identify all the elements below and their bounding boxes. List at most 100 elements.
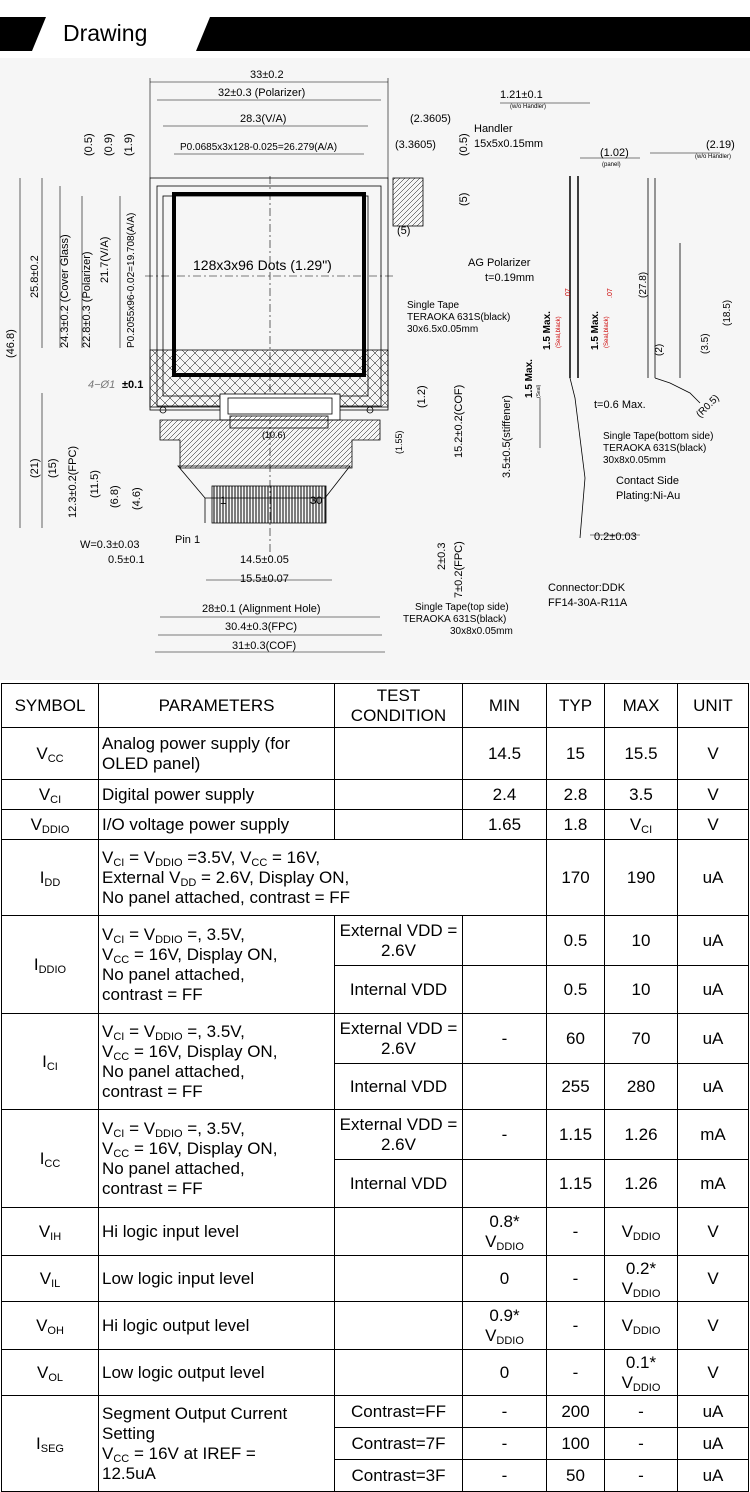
svg-text:(0.5): (0.5)	[83, 133, 95, 156]
header-symbol: SYMBOL	[1, 683, 99, 728]
svg-text:0.5±0.1: 0.5±0.1	[108, 554, 145, 566]
symbol-vil: VIL	[1, 1255, 99, 1302]
svg-text:Single Tape(bottom side): Single Tape(bottom side)	[603, 431, 713, 442]
symbol-vci: VCI	[1, 779, 99, 810]
svg-text:W=0.3±0.03: W=0.3±0.03	[80, 539, 140, 551]
svg-text:2±0.3: 2±0.3	[436, 543, 448, 570]
svg-text:Pin 1: Pin 1	[175, 534, 200, 546]
table-row: IDD VCI = VDDIO =3.5V, VCC = 16V,Externa…	[1, 839, 749, 916]
svg-text:(1.55): (1.55)	[394, 430, 404, 454]
svg-text:28.3(V/A): 28.3(V/A)	[240, 113, 286, 125]
svg-text:3.5±0.5(stiffener): 3.5±0.5(stiffener)	[501, 395, 513, 478]
svg-text:(10.6): (10.6)	[262, 430, 286, 440]
mechanical-drawing: 33±0.2 32±0.3 (Polarizer) 28.3(V/A) P0.0…	[0, 58, 750, 680]
svg-text:(3.5): (3.5)	[700, 333, 711, 354]
table-row: ICI VCI = VDDIO =, 3.5V,VCC = 16V, Displ…	[1, 1013, 749, 1110]
svg-text:Single Tape(top side): Single Tape(top side)	[415, 602, 509, 613]
table-row: IDDIO VCI = VDDIO =, 3.5V,VCC = 16V, Dis…	[1, 915, 749, 1014]
svg-text:32±0.3 (Polarizer): 32±0.3 (Polarizer)	[218, 87, 305, 99]
svg-text:(2.3605): (2.3605)	[410, 113, 451, 125]
table-row: VDDIO I/O voltage power supply 1.65 1.8 …	[1, 809, 749, 840]
svg-text:15.5±0.07: 15.5±0.07	[240, 573, 289, 585]
svg-text:14.5±0.05: 14.5±0.05	[240, 554, 289, 566]
svg-text:22.8±0.3 (Polarizer): 22.8±0.3 (Polarizer)	[81, 251, 93, 348]
symbol-vol: VOL	[1, 1349, 99, 1396]
svg-text:1.21±0.1: 1.21±0.1	[500, 89, 543, 101]
svg-text:(Seal,black): (Seal,black)	[604, 316, 610, 348]
svg-text:(0.5): (0.5)	[458, 133, 470, 156]
svg-text:1: 1	[220, 495, 226, 507]
svg-text:(4.6): (4.6)	[131, 487, 143, 510]
header-max: MAX	[604, 683, 678, 728]
svg-text:12.3±0.2(FPC): 12.3±0.2(FPC)	[67, 446, 79, 518]
svg-text:25.8±0.2: 25.8±0.2	[29, 255, 41, 298]
symbol-iseg: ISEG	[1, 1395, 99, 1492]
svg-text:±0.1: ±0.1	[122, 379, 143, 391]
header-parameters: PARAMETERS	[98, 683, 335, 728]
symbol-idd: IDD	[1, 839, 99, 916]
svg-text:28±0.1 (Alignment Hole): 28±0.1 (Alignment Hole)	[202, 603, 321, 615]
svg-text:Handler: Handler	[474, 123, 513, 135]
electrical-spec-table: SYMBOL PARAMETERS TEST CONDITION MIN TYP…	[1, 683, 749, 1492]
handler-area	[392, 177, 424, 227]
table-row: Internal VDD 1.15 1.26 mA	[2, 1159, 749, 1208]
svg-text:15x5x0.15mm: 15x5x0.15mm	[474, 138, 543, 150]
symbol-vcc: VCC	[1, 727, 99, 780]
section-title-tab	[32, 17, 210, 51]
svg-text:1.5 Max.: 1.5 Max.	[590, 311, 601, 350]
svg-text:P0.2055x96-0.02=19.708(A/A): P0.2055x96-0.02=19.708(A/A)	[126, 213, 137, 348]
svg-text:Contact Side: Contact Side	[616, 475, 679, 487]
header-test-condition: TEST CONDITION	[334, 683, 463, 728]
display-resolution-label: 128x3x96 Dots (1.29")	[193, 257, 332, 273]
svg-text:7±0.2(FPC): 7±0.2(FPC)	[453, 541, 465, 598]
symbol-vih: VIH	[1, 1207, 99, 1256]
svg-text:(15): (15)	[47, 458, 59, 478]
svg-text:(1.9): (1.9)	[123, 133, 135, 156]
svg-text:(3.3605): (3.3605)	[395, 139, 436, 151]
svg-text:(5): (5)	[397, 225, 410, 237]
svg-text:.07: .07	[607, 288, 614, 298]
symbol-ici: ICI	[1, 1013, 99, 1110]
svg-text:30.4±0.3(FPC): 30.4±0.3(FPC)	[225, 621, 297, 633]
header-typ: TYP	[546, 683, 605, 728]
svg-text:(21): (21)	[29, 458, 41, 478]
svg-text:(6.8): (6.8)	[109, 485, 121, 508]
table-row: VOH Hi logic output level 0.9*VDDIO - VD…	[1, 1301, 749, 1350]
table-row: ICC VCI = VDDIO =, 3.5V,VCC = 16V, Displ…	[1, 1109, 749, 1208]
svg-text:4−Ø1: 4−Ø1	[88, 379, 115, 391]
fpc-contacts	[211, 485, 327, 524]
svg-text:1.5 Max.: 1.5 Max.	[542, 311, 553, 350]
svg-text:15.2±0.2(COF): 15.2±0.2(COF)	[453, 385, 465, 458]
svg-text:(Seal): (Seal)	[536, 384, 542, 398]
svg-text:(2): (2)	[654, 344, 665, 356]
svg-text:(2.19): (2.19)	[706, 139, 735, 151]
section-title: Drawing	[63, 20, 148, 46]
svg-text:(27.8): (27.8)	[638, 272, 649, 298]
svg-text:FF14-30A-R11A: FF14-30A-R11A	[548, 597, 628, 609]
svg-text:AG Polarizer: AG Polarizer	[468, 257, 531, 269]
svg-text:30x8x0.05mm: 30x8x0.05mm	[450, 626, 513, 637]
svg-text:(5): (5)	[458, 193, 470, 206]
svg-text:t=0.6 Max.: t=0.6 Max.	[594, 399, 646, 411]
table-row: VIL Low logic input level 0 - 0.2*VDDIO …	[1, 1255, 749, 1302]
svg-text:1.5 Max.: 1.5 Max.	[524, 359, 535, 398]
svg-text:TERAOKA 631S(black): TERAOKA 631S(black)	[407, 312, 510, 323]
side-view	[500, 102, 720, 539]
table-row: Internal VDD 0.5 10 uA	[2, 965, 749, 1014]
svg-text:Connector:DDK: Connector:DDK	[548, 582, 626, 594]
symbol-voh: VOH	[1, 1301, 99, 1350]
front-view	[145, 176, 424, 558]
table-row: VCI Digital power supply 2.4 2.8 3.5 V	[1, 779, 749, 810]
header-unit: UNIT	[677, 683, 749, 728]
svg-text:Plating:Ni-Au: Plating:Ni-Au	[616, 490, 680, 502]
svg-text:31±0.3(COF): 31±0.3(COF)	[232, 640, 296, 652]
dim-overall-width: 33±0.2	[250, 69, 284, 81]
symbol-icc: ICC	[1, 1109, 99, 1208]
symbol-iddio: IDDIO	[1, 915, 99, 1014]
header-min: MIN	[462, 683, 547, 728]
svg-text:30x8x0.05mm: 30x8x0.05mm	[603, 455, 666, 466]
table-row: VOL Low logic output level 0 - 0.1*VDDIO…	[1, 1349, 749, 1396]
svg-text:(1.02): (1.02)	[600, 147, 629, 159]
svg-text:21.7(V/A): 21.7(V/A)	[99, 237, 111, 283]
